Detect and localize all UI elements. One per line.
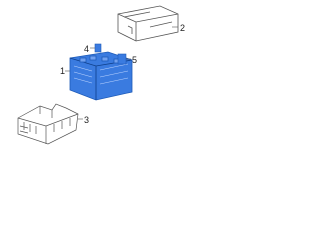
part-2-fuse-box-cover: [117, 5, 179, 42]
callout-1: 1: [60, 66, 66, 76]
callout-4: 4: [84, 44, 90, 54]
callout-3: 3: [84, 115, 90, 125]
callout-5: 5: [132, 55, 138, 65]
part-1-fuse-box: [69, 51, 133, 101]
leader-lines: [65, 26, 178, 120]
part-4-relay: [94, 43, 102, 53]
part-5-relay: [117, 53, 127, 65]
diagram-canvas: 1 2 3 4 5: [0, 0, 200, 147]
part-3-bracket: [17, 103, 79, 145]
callout-2: 2: [180, 23, 186, 33]
parts-diagram: [17, 5, 179, 145]
